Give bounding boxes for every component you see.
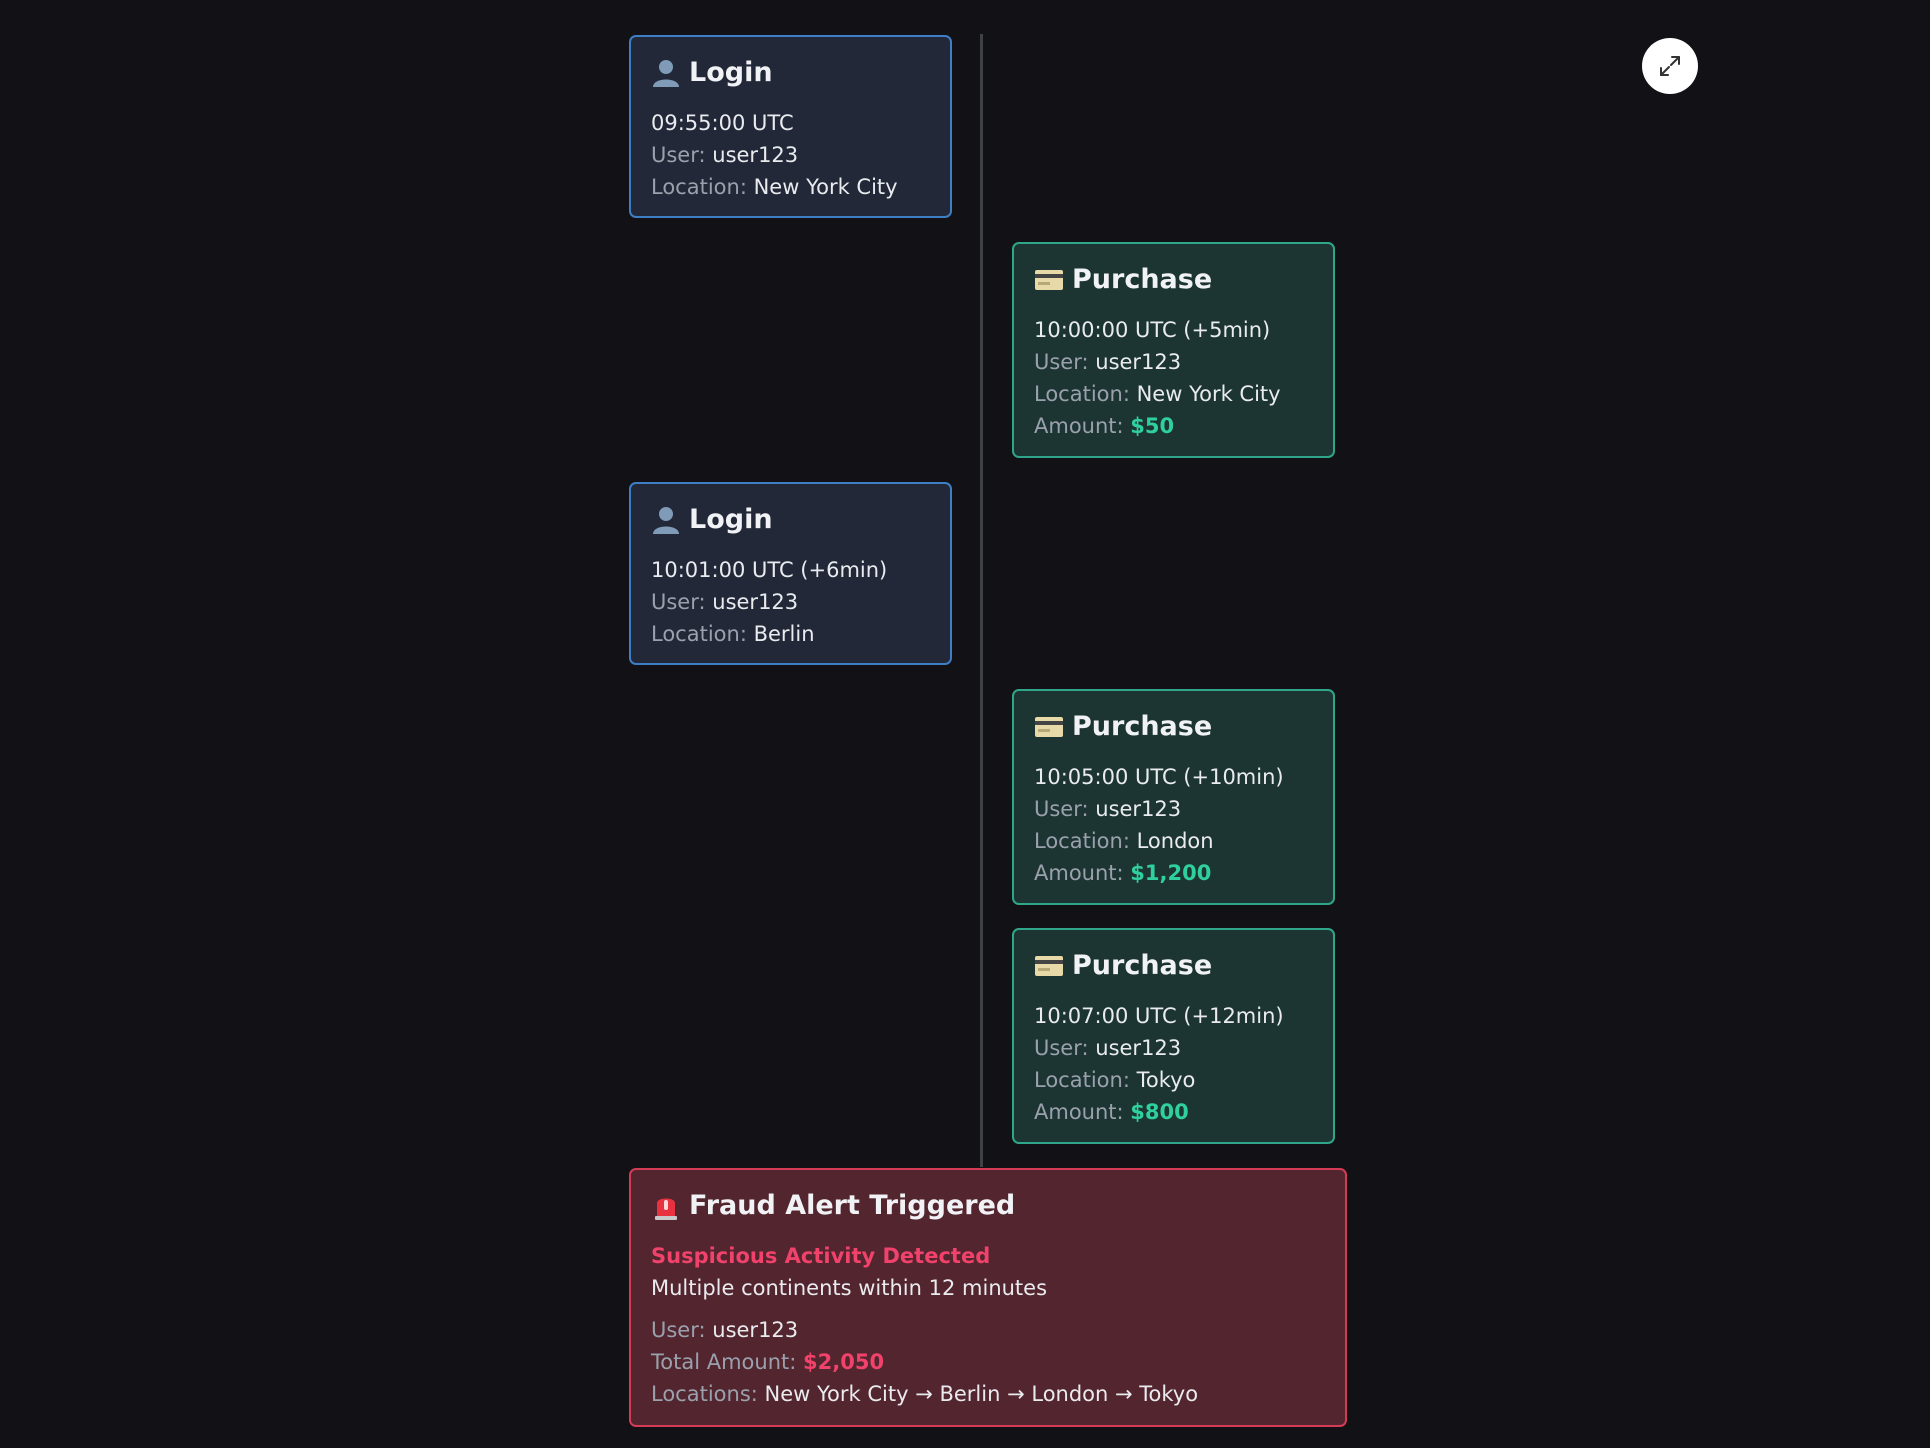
location-value: New York City bbox=[1136, 382, 1281, 406]
user-value: user123 bbox=[712, 143, 799, 167]
user-value: user123 bbox=[1095, 797, 1182, 821]
credit-card-icon bbox=[1034, 950, 1064, 982]
event-time: 10:07:00 UTC (+12min) bbox=[1034, 1004, 1284, 1028]
amount-label: Amount: bbox=[1034, 414, 1124, 438]
user-label: User: bbox=[651, 590, 706, 614]
user-label: User: bbox=[651, 143, 706, 167]
event-time: 10:01:00 UTC (+6min) bbox=[651, 558, 888, 582]
amount-value: $800 bbox=[1130, 1100, 1189, 1124]
user-value: user123 bbox=[712, 590, 799, 614]
alert-description: Multiple continents within 12 minutes bbox=[651, 1276, 1048, 1300]
alert-subtitle: Suspicious Activity Detected bbox=[651, 1244, 991, 1268]
expand-icon bbox=[1657, 53, 1683, 79]
event-card-purchase-3: Purchase 10:07:00 UTC (+12min) User: use… bbox=[1012, 928, 1335, 1144]
user-label: User: bbox=[1034, 797, 1089, 821]
location-value: Tokyo bbox=[1136, 1068, 1196, 1092]
amount-value: $50 bbox=[1130, 414, 1175, 438]
location-value: London bbox=[1136, 829, 1214, 853]
user-value: user123 bbox=[712, 1318, 799, 1342]
user-value: user123 bbox=[1095, 350, 1182, 374]
amount-label: Amount: bbox=[1034, 861, 1124, 885]
location-label: Location: bbox=[1034, 829, 1130, 853]
location-value: Berlin bbox=[753, 622, 815, 646]
amount-label: Amount: bbox=[1034, 1100, 1124, 1124]
locations-label: Locations: bbox=[651, 1382, 758, 1406]
alert-title: Fraud Alert Triggered bbox=[689, 1190, 1016, 1221]
location-value: New York City bbox=[753, 175, 898, 199]
location-label: Location: bbox=[1034, 1068, 1130, 1092]
event-title: Purchase bbox=[1072, 711, 1213, 742]
location-label: Location: bbox=[1034, 382, 1130, 406]
expand-button[interactable] bbox=[1642, 38, 1698, 94]
event-title: Purchase bbox=[1072, 264, 1213, 295]
event-card-login-1: Login 09:55:00 UTC User: user123 Locatio… bbox=[629, 35, 952, 218]
event-card-purchase-2: Purchase 10:05:00 UTC (+10min) User: use… bbox=[1012, 689, 1335, 905]
user-label: User: bbox=[1034, 350, 1089, 374]
event-card-purchase-1: Purchase 10:00:00 UTC (+5min) User: user… bbox=[1012, 242, 1335, 458]
timeline-axis bbox=[980, 34, 983, 1167]
event-title: Login bbox=[689, 504, 773, 535]
event-time: 10:00:00 UTC (+5min) bbox=[1034, 318, 1271, 342]
amount-value: $1,200 bbox=[1130, 861, 1212, 885]
event-time: 09:55:00 UTC bbox=[651, 111, 794, 135]
event-card-login-2: Login 10:01:00 UTC (+6min) User: user123… bbox=[629, 482, 952, 665]
location-label: Location: bbox=[651, 622, 747, 646]
siren-icon bbox=[651, 1190, 681, 1222]
credit-card-icon bbox=[1034, 711, 1064, 743]
total-amount-label: Total Amount: bbox=[651, 1350, 797, 1374]
user-label: User: bbox=[651, 1318, 706, 1342]
event-title: Purchase bbox=[1072, 950, 1213, 981]
event-time: 10:05:00 UTC (+10min) bbox=[1034, 765, 1284, 789]
locations-value: New York City → Berlin → London → Tokyo bbox=[764, 1382, 1199, 1406]
user-label: User: bbox=[1034, 1036, 1089, 1060]
event-title: Login bbox=[689, 57, 773, 88]
user-value: user123 bbox=[1095, 1036, 1182, 1060]
user-icon bbox=[651, 504, 681, 536]
location-label: Location: bbox=[651, 175, 747, 199]
total-amount-value: $2,050 bbox=[803, 1350, 885, 1374]
user-icon bbox=[651, 57, 681, 89]
fraud-alert-card: Fraud Alert Triggered Suspicious Activit… bbox=[629, 1168, 1347, 1427]
credit-card-icon bbox=[1034, 264, 1064, 296]
